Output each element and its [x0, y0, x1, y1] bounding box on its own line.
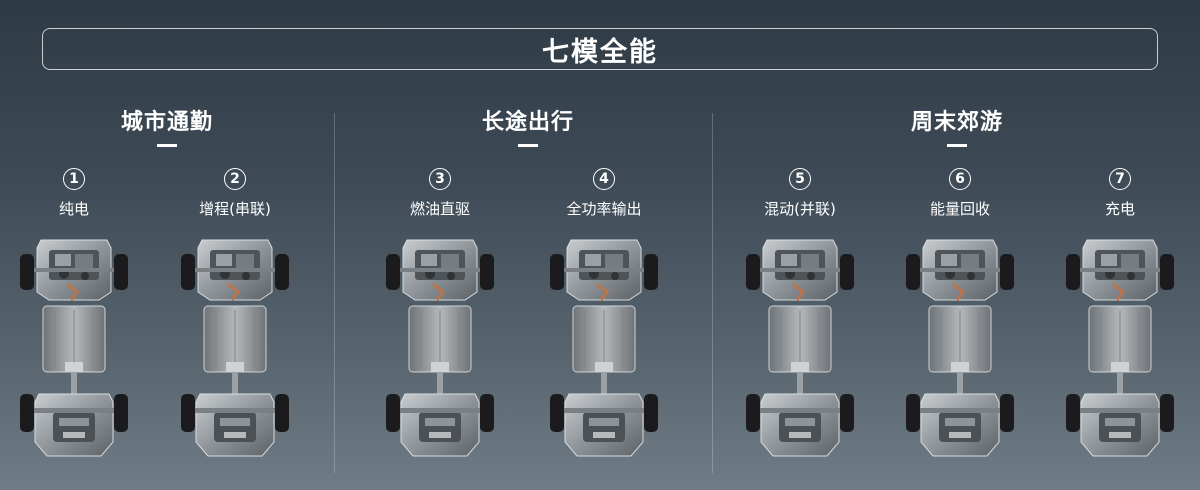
mode-label: 全功率输出 — [566, 200, 642, 218]
mode-label: 纯电 — [58, 200, 89, 218]
group-dash-long-trip — [518, 144, 538, 147]
group-title-long-trip: 长途出行 — [481, 110, 575, 135]
mode-item: 6 能量回收 — [885, 168, 1035, 219]
chassis-illustration — [1065, 238, 1175, 458]
group-divider — [334, 113, 335, 473]
mode-item: 1 纯电 — [0, 168, 149, 219]
mode-label: 混动(并联) — [764, 200, 836, 218]
mode-label: 燃油直驱 — [409, 200, 470, 218]
group-dash-weekend-outing — [947, 144, 967, 147]
mode-number-badge: 6 — [949, 168, 971, 190]
group-dash-city-commute — [157, 144, 177, 147]
mode-label: 增程(串联) — [199, 200, 271, 218]
mode-item: 5 混动(并联) — [725, 168, 875, 219]
chassis-illustration — [180, 238, 290, 458]
mode-number-badge: 7 — [1109, 168, 1131, 190]
mode-item: 2 增程(串联) — [160, 168, 310, 219]
mode-item: 3 燃油直驱 — [365, 168, 515, 219]
mode-label: 充电 — [1104, 200, 1135, 218]
page-title: 七模全能 — [542, 36, 658, 68]
mode-number-badge: 5 — [789, 168, 811, 190]
title-banner: 七模全能 — [42, 28, 1158, 70]
mode-item: 4 全功率输出 — [529, 168, 679, 219]
mode-item: 7 充电 — [1045, 168, 1195, 219]
chassis-illustration — [19, 238, 129, 458]
group-title-city-commute: 城市通勤 — [120, 110, 214, 135]
group-divider — [712, 113, 713, 473]
mode-number-badge: 4 — [593, 168, 615, 190]
mode-number-badge: 2 — [224, 168, 246, 190]
chassis-illustration — [905, 238, 1015, 458]
mode-label: 能量回收 — [929, 200, 990, 218]
mode-number-badge: 3 — [429, 168, 451, 190]
mode-number-badge: 1 — [63, 168, 85, 190]
group-title-weekend-outing: 周末郊游 — [910, 110, 1004, 135]
chassis-illustration — [745, 238, 855, 458]
chassis-illustration — [549, 238, 659, 458]
chassis-illustration — [385, 238, 495, 458]
